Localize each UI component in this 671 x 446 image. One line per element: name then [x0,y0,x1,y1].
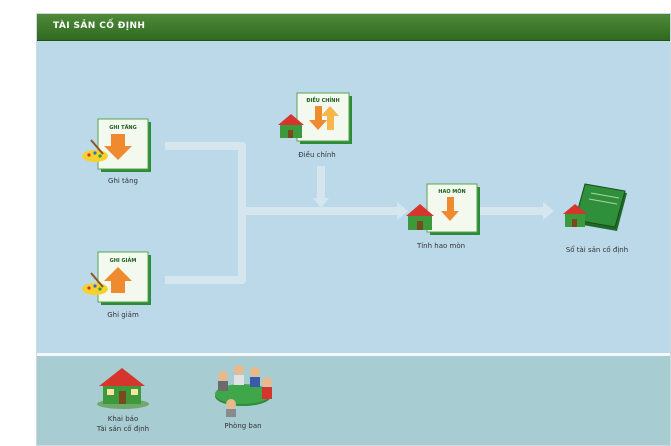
connector-ghi-giam [165,211,246,284]
house-icon [97,368,149,409]
document-increase-icon: GHI TĂNG [82,118,151,172]
meeting-icon [215,365,272,417]
process-flow-area: GHI TĂNG Ghi tăng GHI GIẢM [37,41,670,353]
document-decrease-icon: GHI GIẢM [82,251,151,305]
dieu-chinh-label: Điều chỉnh [298,151,336,159]
ghi-tang-label: Ghi tăng [108,177,138,185]
khai-bao-tscd-item[interactable] [93,362,153,410]
so-tai-san-label: Sổ tài sản cố định [565,246,629,254]
svg-text:GHI GIẢM: GHI GIẢM [110,256,137,264]
khai-bao-label-line2: Tài sản cố định [96,425,150,433]
tinh-hao-mon-label: Tính hao mòn [416,242,466,250]
document-depreciation-icon: HAO MÒN [406,183,480,235]
ghi-giam-label: Ghi giảm [107,311,139,319]
shortcuts-area: Khai báo Tài sản cố định Phòng ban [37,356,670,445]
arrowhead-dieu-chinh [313,198,329,208]
dieu-chinh-item[interactable]: ĐIỀU CHỈNH [275,90,360,150]
ghi-giam-item[interactable]: GHI GIẢM [81,249,171,309]
document-adjust-icon: ĐIỀU CHỈNH [278,92,352,144]
tinh-hao-mon-item[interactable]: HAO MÒN [403,181,488,241]
so-tai-san-item[interactable] [557,181,637,236]
svg-text:GHI TĂNG: GHI TĂNG [109,124,136,131]
ledger-book-icon [563,183,627,231]
panel-title: TÀI SẢN CỐ ĐỊNH [53,21,146,31]
fixed-assets-panel: TÀI SẢN CỐ ĐỊNH GHI TĂNG [36,13,671,446]
phong-ban-label: Phòng ban [224,422,262,430]
khai-bao-label-line1: Khai báo [107,415,139,423]
panel-header: TÀI SẢN CỐ ĐỊNH [37,14,670,41]
flow-arrows [165,142,554,284]
section-divider [37,353,670,356]
svg-text:ĐIỀU CHỈNH: ĐIỀU CHỈNH [306,95,339,104]
phong-ban-item[interactable] [209,360,277,418]
connector-ghi-tang [165,142,246,211]
ghi-tang-item[interactable]: GHI TĂNG [81,116,171,176]
svg-text:HAO MÒN: HAO MÒN [438,188,465,195]
arrowhead-to-ledger [543,202,554,220]
arrowhead-to-hao-mon [397,202,408,220]
